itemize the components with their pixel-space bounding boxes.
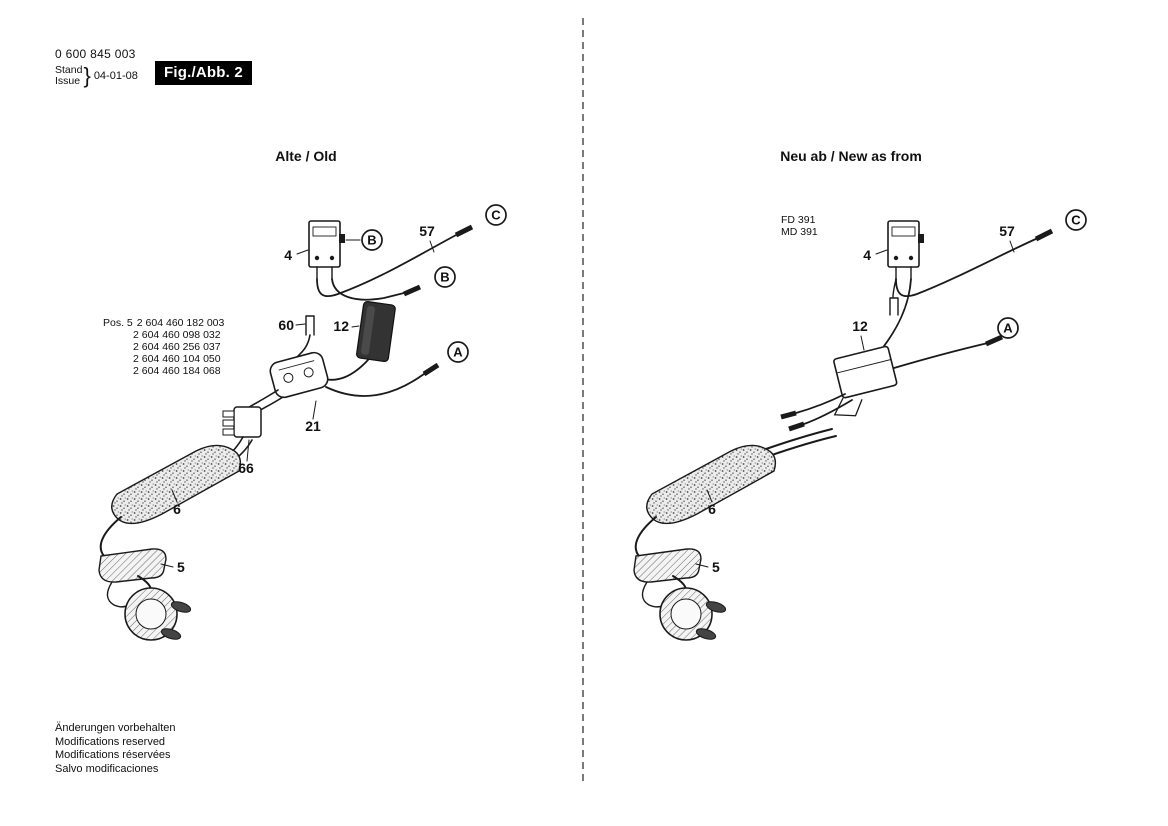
callout-6-right: 6 <box>708 501 716 517</box>
connector-a-right <box>984 334 1004 347</box>
pos-line: 2 604 460 098 032 <box>133 329 221 341</box>
right-diagram <box>633 209 1087 641</box>
capacitor-right <box>833 345 898 417</box>
document-part-number: 0 600 845 003 <box>55 47 136 61</box>
lead-wire-right <box>803 399 853 425</box>
cord-right <box>768 435 837 457</box>
document-header: 0 600 845 003 Stand Issue } 04-01-08 <box>55 47 138 89</box>
wire-a-left <box>325 373 425 397</box>
pos-line: 2 604 460 104 050 <box>133 353 221 365</box>
clip-60-left <box>305 315 315 336</box>
leader-21-left <box>312 400 317 420</box>
ref-letter-c-left: C <box>491 208 501 223</box>
leader-12-right <box>860 335 865 351</box>
callout-6-left: 6 <box>173 501 181 517</box>
ref-circle-a-left <box>447 341 469 363</box>
wire-switch-to-cap-right <box>883 278 912 347</box>
microswitch-left <box>308 220 345 268</box>
model-code: MD 391 <box>781 226 818 238</box>
clip-right <box>889 297 899 316</box>
issue-label: Issue <box>55 75 81 87</box>
brace-glyph: } <box>83 63 91 88</box>
pos-part-number: 2 604 460 182 003 <box>136 317 225 329</box>
connector-c-left <box>454 224 474 238</box>
switch-body-left <box>269 351 329 399</box>
terminal-block-left <box>222 406 262 438</box>
left-diagram <box>98 204 507 641</box>
ref-letter-b2-left: B <box>440 270 449 285</box>
issue-date: 04-01-08 <box>93 70 138 82</box>
cord-left <box>245 389 279 410</box>
connector-b2-left <box>402 284 422 297</box>
wire-a-right <box>893 342 989 369</box>
callout-12-left: 12 <box>333 318 349 334</box>
connector-a-left <box>422 362 440 377</box>
callout-57-right: 57 <box>999 223 1015 239</box>
plug-right <box>659 587 727 641</box>
callout-60-left: 60 <box>278 317 294 333</box>
ref-circle-c-left <box>485 204 507 226</box>
ref-letter-c-right: C <box>1071 213 1081 228</box>
wire-57-left <box>316 233 459 298</box>
callout-5-right: 5 <box>712 559 720 575</box>
wire-b2-left <box>331 278 405 301</box>
notice-line-de: Änderungen vorbehalten <box>55 722 176 734</box>
cord-right <box>765 428 833 450</box>
issue-date-row: Stand Issue } 04-01-08 <box>55 63 138 89</box>
connector-c-right <box>1034 228 1054 242</box>
ref-circle-b1-left <box>361 229 383 251</box>
leader-60-left <box>295 323 306 326</box>
leader-66-left <box>246 439 250 462</box>
callout-66-left: 66 <box>238 460 254 476</box>
leader-12-left <box>351 325 360 328</box>
lead-wire-right <box>795 393 846 414</box>
ref-circle-a-right <box>997 317 1019 339</box>
wire-57-right <box>895 237 1039 298</box>
leader-6-right <box>706 489 713 503</box>
leader-6-left <box>171 489 178 503</box>
plug-left <box>124 587 192 641</box>
pos-line: 2 604 460 184 068 <box>133 365 221 377</box>
callout-21-left: 21 <box>305 418 321 434</box>
clamp-left <box>98 548 167 608</box>
spade-connector-right <box>788 421 805 432</box>
model-code: FD 391 <box>781 214 816 226</box>
notice-line-es: Salvo modificaciones <box>55 762 159 775</box>
spade-connector-right <box>780 410 797 420</box>
callout-5-left: 5 <box>177 559 185 575</box>
ref-circle-b2-left <box>434 266 456 288</box>
microswitch-right <box>887 220 924 268</box>
leader-57-right <box>1009 240 1015 253</box>
right-panel-title: Neu ab / New as from <box>780 148 922 164</box>
callout-57-left: 57 <box>419 223 435 239</box>
leader-5-right <box>695 563 709 568</box>
notice-line-fr: Modifications réservées <box>55 749 171 761</box>
ref-circle-c-right <box>1065 209 1087 231</box>
model-codes: FD 391 MD 391 <box>781 214 818 238</box>
callout-12-right: 12 <box>852 318 868 334</box>
stand-label: Stand <box>55 64 83 76</box>
figure-label: Fig./Abb. 2 <box>155 61 252 85</box>
callout-4-right: 4 <box>863 247 871 263</box>
pos-line: 2 604 460 256 037 <box>133 341 221 353</box>
leader-4-right <box>875 249 888 255</box>
pos-prefix: Pos. 5 <box>103 317 133 329</box>
leader-4-left <box>296 249 309 255</box>
ref-letter-b1-left: B <box>367 233 376 248</box>
wire-cap-to-body-left <box>323 359 369 381</box>
capacitor-left <box>356 300 396 363</box>
leader-57-left <box>429 240 435 253</box>
notice-line-en: Modifications reserved <box>55 735 166 748</box>
ref-letter-a-left: A <box>453 345 463 360</box>
modification-notice: Änderungen vorbehalten Modifications res… <box>55 722 175 776</box>
ref-letter-a-right: A <box>1003 321 1013 336</box>
left-panel-title: Alte / Old <box>275 148 337 164</box>
callout-4-left: 4 <box>284 247 292 263</box>
leader-5-left <box>160 563 174 568</box>
